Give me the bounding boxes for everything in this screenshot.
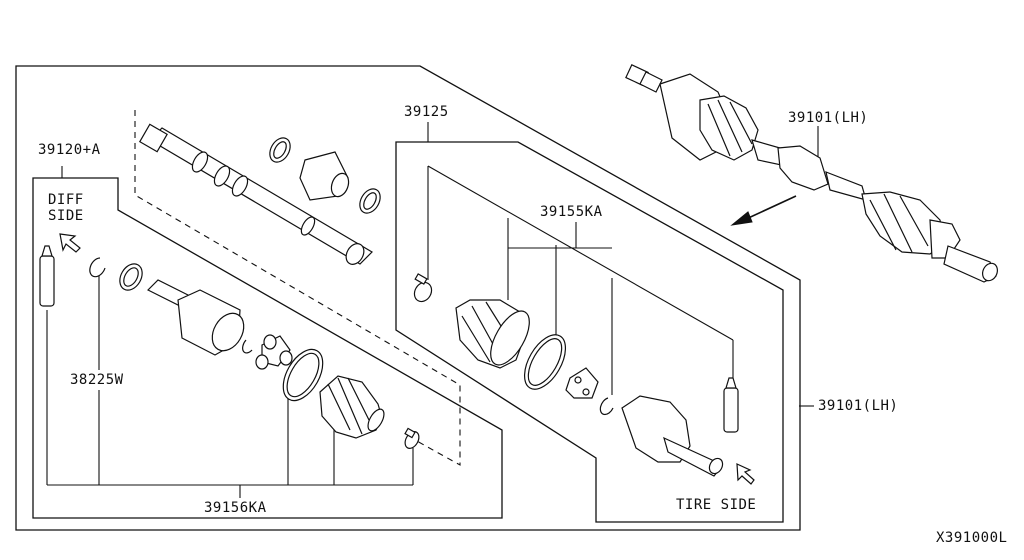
circlip-inner <box>119 263 143 291</box>
damper-weight <box>299 151 350 201</box>
outer-joint-housing <box>621 395 724 477</box>
label-39120-a: 39120+A <box>38 142 101 158</box>
circlip-outer <box>599 397 614 416</box>
boot-band-small-outer <box>413 273 433 303</box>
tire-side-arrow <box>736 463 755 485</box>
assembly-arrow <box>730 195 797 226</box>
inner-boot <box>319 375 385 439</box>
ball-cage <box>565 367 599 399</box>
label-side: SIDE <box>48 208 84 224</box>
axle-shaft <box>138 123 373 265</box>
leader-lines <box>46 122 819 498</box>
label-39125: 39125 <box>404 104 449 120</box>
boot-band-large-outer <box>523 334 567 390</box>
inner-joint-housing <box>146 279 245 356</box>
label-38225w: 38225W <box>70 372 124 388</box>
boot-band-large-inner <box>282 348 324 402</box>
shaft-ring-2 <box>359 188 381 214</box>
label-39156ka: 39156KA <box>204 500 267 516</box>
grease-tube-outer <box>723 377 739 433</box>
complete-driveshaft-assembly <box>625 64 998 283</box>
outer-boot <box>455 299 530 369</box>
label-diagram-code: X391000L <box>936 530 1008 546</box>
shaft-dashed-bracket <box>134 110 461 466</box>
label-39101-lh-top: 39101(LH) <box>788 110 869 126</box>
snap-ring-inner <box>89 257 106 278</box>
inner-snap-ring <box>242 339 253 354</box>
label-tire-side: TIRE SIDE <box>676 497 757 513</box>
spider-assembly <box>255 334 293 370</box>
boot-band-small-inner <box>404 427 420 449</box>
diff-side-arrow <box>59 233 81 253</box>
outer-frame <box>15 65 801 531</box>
inner-kit-frame <box>32 177 503 519</box>
outer-joint-frame <box>395 141 784 523</box>
shaft-ring-1 <box>269 137 291 163</box>
label-diff: DIFF <box>48 192 84 208</box>
label-39155ka: 39155KA <box>540 204 603 220</box>
grease-tube-inner <box>39 245 55 307</box>
label-39101-lh-main: 39101(LH) <box>818 398 899 414</box>
